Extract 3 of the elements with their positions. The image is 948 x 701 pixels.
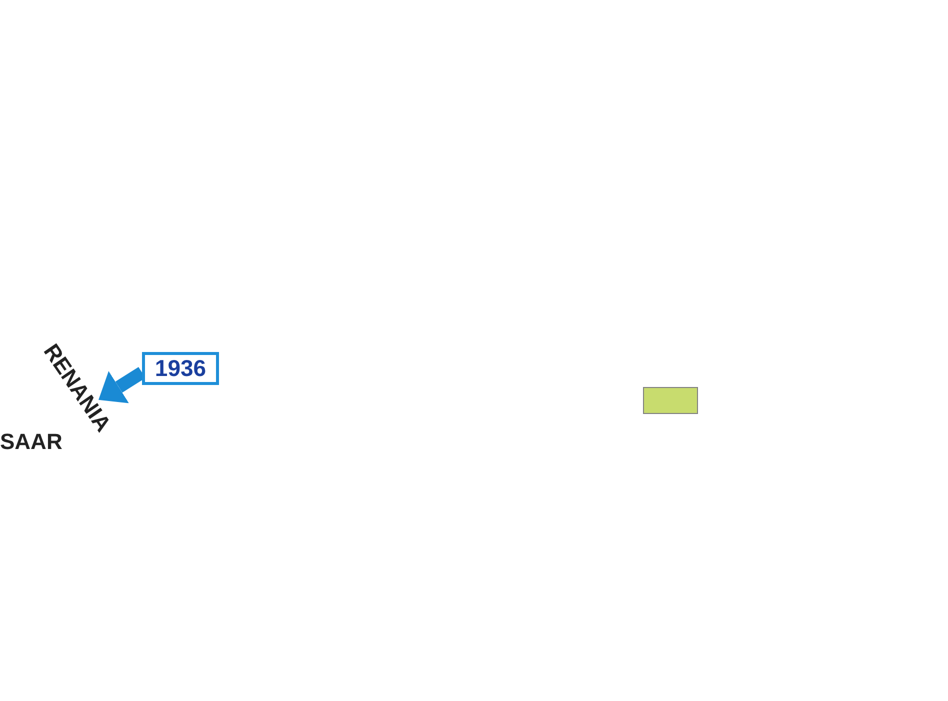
year-box: 1936 bbox=[142, 352, 219, 385]
region-label: SAAR bbox=[0, 429, 62, 455]
blank-box bbox=[643, 387, 698, 414]
